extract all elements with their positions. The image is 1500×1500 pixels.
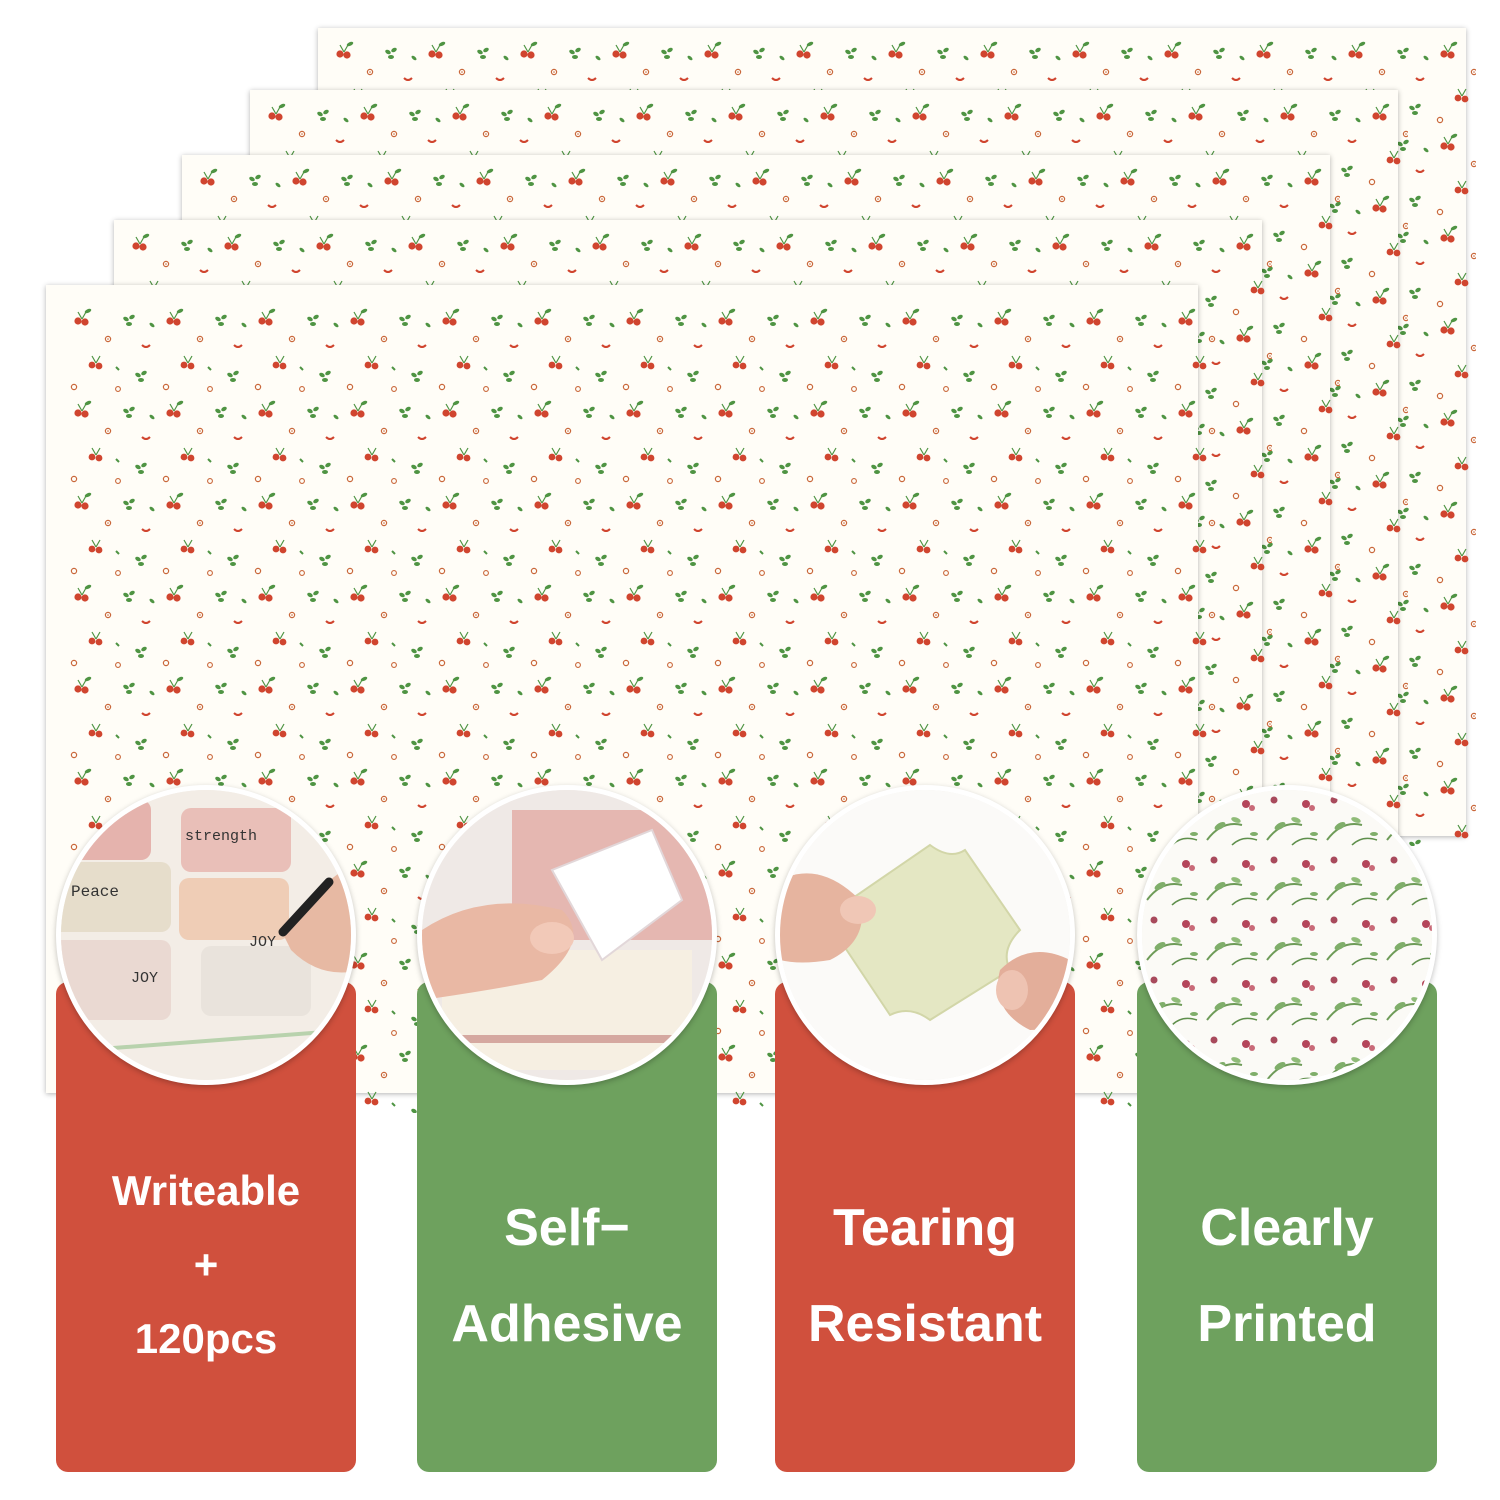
label-handwriting: JOY (131, 970, 158, 987)
feature-label-line: Self− (504, 1199, 630, 1257)
feature-label-line: Writeable (111, 1167, 301, 1214)
photo-floral-print (1137, 785, 1437, 1085)
photo-writing-on-labels: strength Peace JOY JOY (56, 785, 356, 1085)
pen-icon (278, 877, 334, 937)
label-handwriting: Peace (71, 883, 119, 901)
feature-label-line: + (193, 1241, 219, 1288)
label-handwriting: strength (185, 828, 257, 845)
photo-stretching-label (775, 785, 1075, 1085)
feature-label-line: Clearly (1200, 1199, 1374, 1257)
feature-label-line: Adhesive (451, 1295, 683, 1353)
feature-label-line: Tearing (833, 1199, 1017, 1257)
photo-peeling-label (417, 785, 717, 1085)
hand-icon (780, 873, 862, 963)
feature-label-line: 120pcs (134, 1315, 278, 1362)
feature-label-line: Resistant (807, 1295, 1043, 1353)
feature-label-line: Printed (1197, 1295, 1377, 1353)
label-handwriting: JOY (249, 934, 276, 951)
hand-icon (281, 865, 351, 973)
